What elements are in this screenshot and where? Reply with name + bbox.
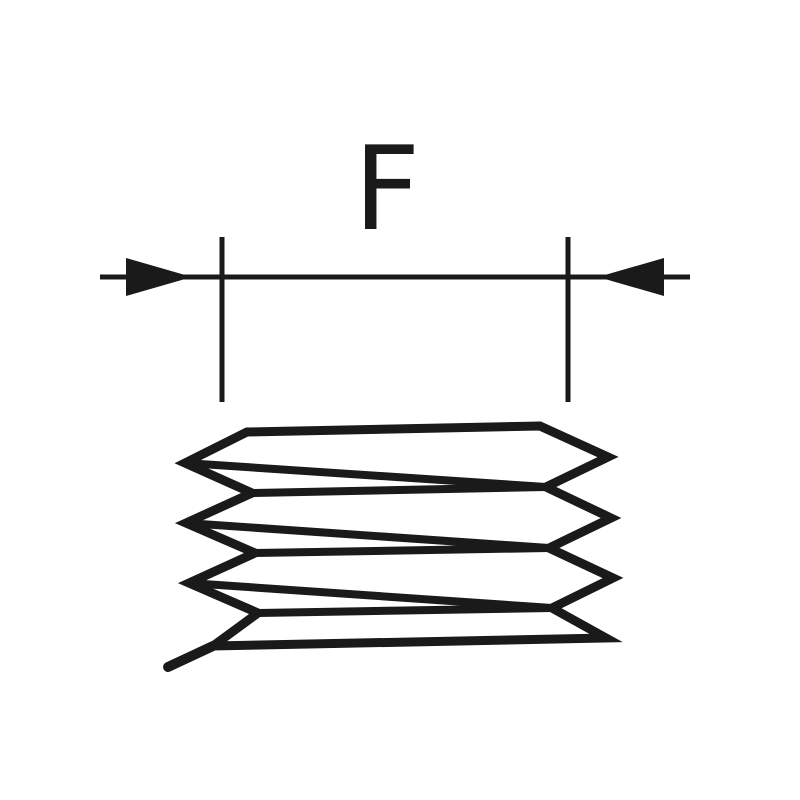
thread-flank-line-6 [257,604,553,617]
thread-flank-line-1 [184,459,547,491]
thread-flank-line-5 [188,579,553,612]
dimension-arrowhead-right-icon [126,258,192,296]
thread-flank-line-3 [185,519,550,552]
dimension-arrowhead-left-icon [598,258,664,296]
dimension-label: F [354,122,421,257]
thread-flank-line-2 [251,483,547,497]
thread-flank-line-4 [254,544,550,557]
thread-runout-tail [163,641,218,672]
